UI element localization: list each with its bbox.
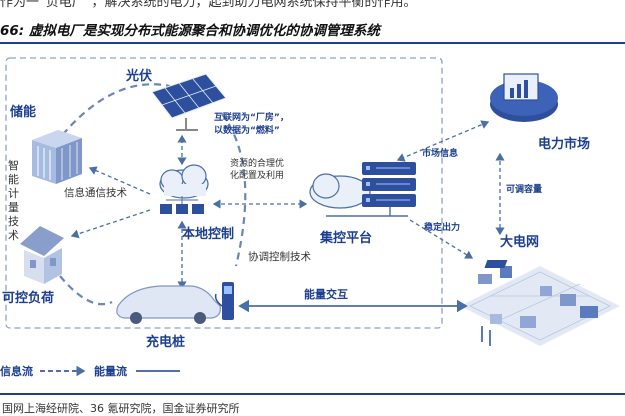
clipped-text-line: 作为一“负电厂”，解决系统的电力，起到助力电网系统保持平衡的作用。: [0, 0, 417, 10]
market-info-label: 市场信息: [422, 147, 458, 159]
info-flow-arrow-market: [396, 120, 490, 162]
legend-energy-flow-label: 能量流: [94, 364, 127, 378]
resource-label-line1: 资源的合理优: [230, 157, 284, 169]
smart-metering-label: 智 能 计 量 技 术: [8, 158, 19, 242]
circle-arc-bottom: [59, 275, 113, 306]
charging-pile-label: 充电桩: [146, 334, 185, 350]
coord-control-label: 协调控制技术: [248, 250, 311, 263]
local-control-label: 本地控制: [182, 226, 234, 242]
central-server-icon: [326, 162, 416, 217]
power-market-label: 电力市场: [538, 136, 590, 152]
svg-text:量: 量: [8, 201, 19, 214]
circle-arc-right: [221, 113, 247, 267]
solar-panel-icon: [151, 73, 227, 131]
storage-label: 储能: [9, 104, 36, 120]
svg-text:智: 智: [8, 158, 19, 172]
electric-car-icon: [116, 285, 221, 324]
legend-info-flow-label: 信息流: [0, 364, 33, 378]
central-platform-label: 集控平台: [319, 230, 372, 246]
internet-label-line1: 互联网为“厂房”，: [214, 111, 289, 123]
circle-arc-top: [54, 83, 171, 145]
energy-exchange-label: 能量交互: [304, 287, 348, 301]
figure-title: 66: 虚拟电厂是实现分布式能源聚合和协调优化的协调管理系统: [0, 23, 380, 39]
resource-label-line2: 化配置及利用: [230, 169, 284, 181]
title-rule: [0, 42, 625, 44]
source-note: 国网上海经研院、36 氪研究院，国金证券研究所: [2, 402, 240, 415]
info-flow-arrow-left-2: [70, 209, 151, 239]
footer-rule: [0, 393, 625, 395]
adjustable-capacity-label: 可调容量: [506, 183, 542, 195]
local-server-icon: [160, 196, 204, 214]
big-grid-city-icon: [460, 260, 620, 346]
battery-storage-icon: [32, 130, 82, 184]
house-load-icon: [20, 226, 64, 284]
svg-text:计: 计: [8, 187, 19, 200]
info-flow-arrow-left: [88, 166, 151, 195]
legend: 信息流 能量流: [0, 364, 180, 378]
power-market-icon: [490, 73, 558, 122]
cloud-icon: [159, 164, 209, 199]
svg-text:能: 能: [8, 172, 19, 186]
info-comm-label: 信息通信技术: [64, 186, 127, 199]
info-flow-arrow-output: [409, 219, 474, 259]
stable-output-label: 稳定出力: [424, 221, 460, 233]
central-cloud-icon: [309, 173, 371, 209]
vpp-dashed-frame: [5, 57, 443, 329]
solar-label: 光伏: [125, 68, 152, 84]
svg-text:术: 术: [8, 229, 19, 242]
controllable-load-label: 可控负荷: [2, 290, 54, 306]
vpp-diagram: 光伏 储能 智 能 计 量 技 术 可控负荷 信息通信技术: [0, 57, 620, 378]
internet-label-line2: 以数据为“燃料”: [214, 124, 280, 136]
charging-pile-icon: [214, 282, 234, 320]
big-grid-label: 大电网: [500, 234, 539, 250]
svg-text:技: 技: [8, 215, 19, 228]
